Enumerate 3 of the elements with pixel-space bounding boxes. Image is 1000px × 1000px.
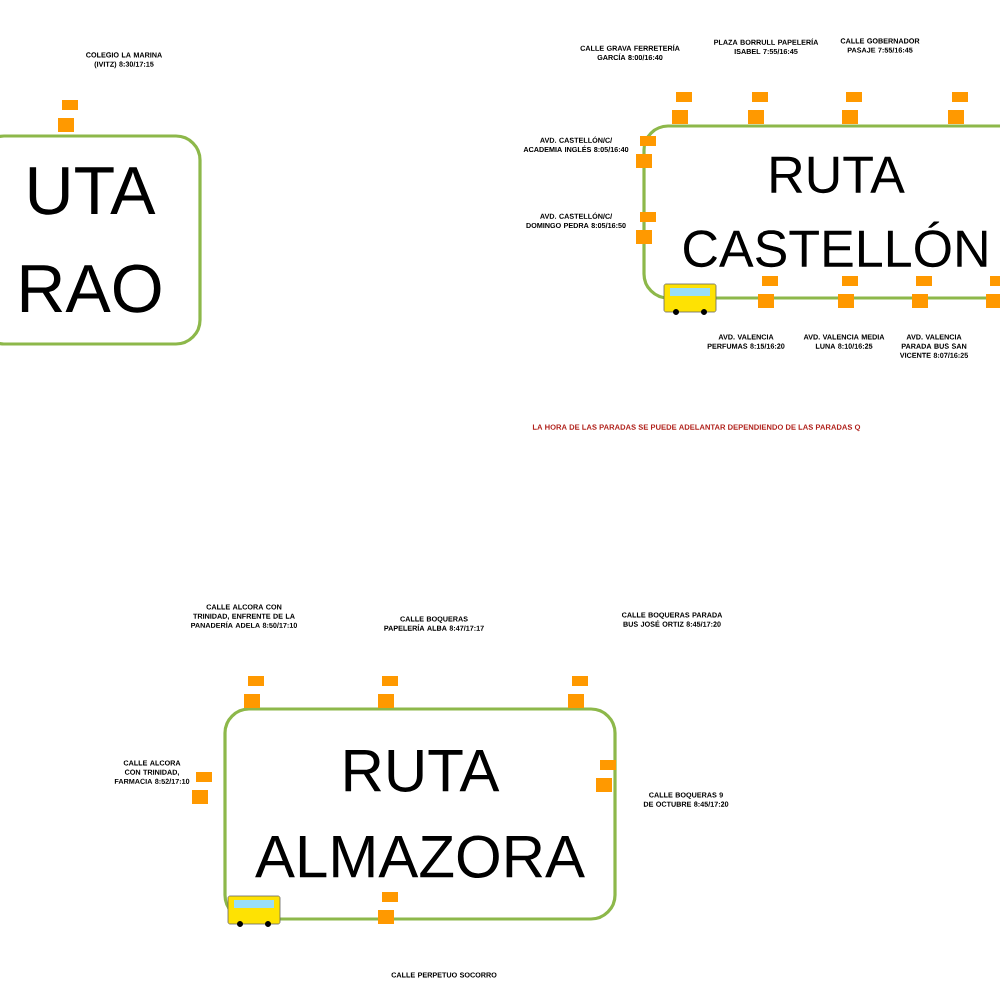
route-box: UTA RAO [0,134,202,346]
route-box: RUTA CASTELLÓN [642,124,1000,300]
route-box: RUTA ALMAZORA [223,707,617,921]
